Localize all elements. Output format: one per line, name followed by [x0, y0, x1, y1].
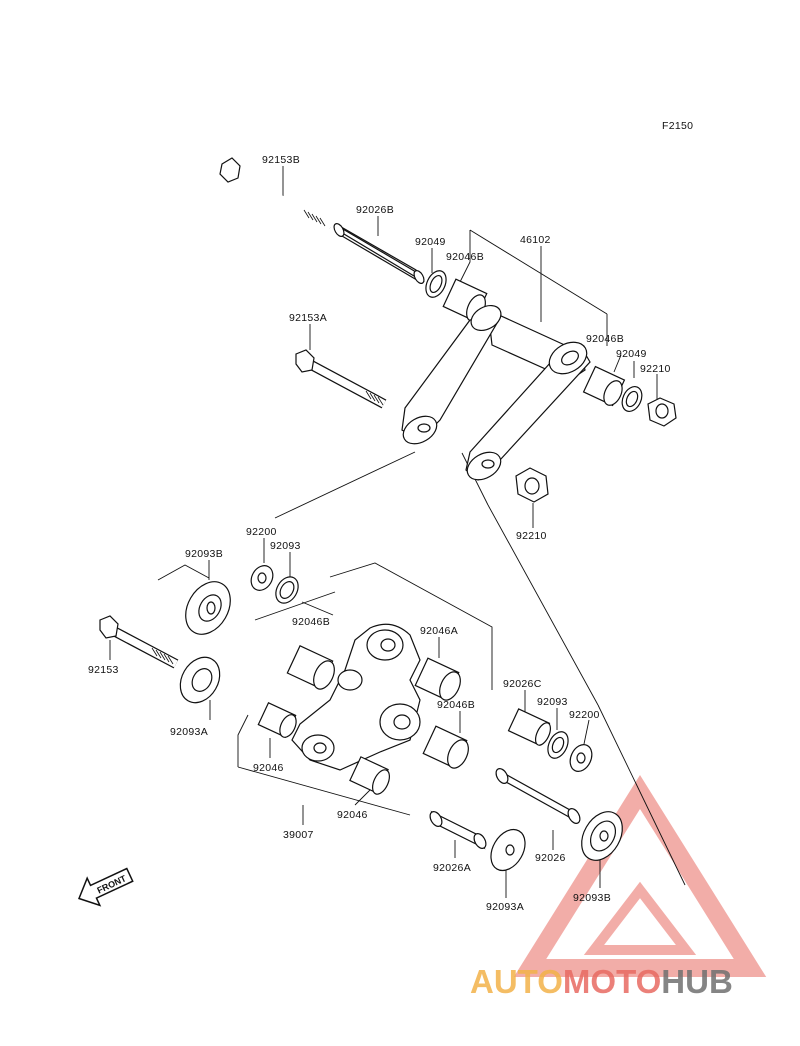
part-label-92046B-left-top: 92046B: [292, 616, 330, 628]
right-cap: [569, 744, 593, 772]
left-cap: [250, 565, 274, 591]
part-label-92046B-upper-left: 92046B: [446, 251, 484, 263]
bottom-right-sleeve: [495, 768, 581, 824]
right-top-bearing: [414, 657, 461, 701]
bottom-left-sleeve: [429, 810, 487, 850]
upper-bolt: [219, 157, 332, 232]
part-label-92026C: 92026C: [503, 678, 542, 690]
upper-washer-right: [621, 386, 643, 412]
right-seal: [547, 731, 569, 759]
watermark-part3: HUB: [661, 963, 733, 1000]
part-label-92046-bottom: 92046: [337, 809, 368, 821]
watermark-part1: AUTO: [470, 963, 563, 1000]
part-label-39007: 39007: [283, 829, 314, 841]
upper-bearing-right: [582, 365, 626, 407]
part-label-92093-left: 92093: [270, 540, 301, 552]
part-label-92026A: 92026A: [433, 862, 471, 874]
bottom-right-seal: [581, 811, 623, 861]
left-top-bearing: [286, 645, 335, 690]
front-arrow-icon: FRONT: [78, 867, 134, 907]
svg-text:AUTOMOTOHUB: AUTOMOTOHUB: [470, 963, 733, 1000]
left-seal: [275, 576, 299, 604]
part-label-92210-middle: 92210: [516, 530, 547, 542]
part-label-46102: 46102: [520, 234, 551, 246]
middle-bolt: [295, 349, 387, 409]
part-label-92200-left: 92200: [246, 526, 277, 538]
leader-lines: [109, 166, 686, 898]
part-label-92046B-upper-right: 92046B: [586, 333, 624, 345]
upper-washer-left: [425, 270, 447, 298]
right-mid-bearing: [422, 725, 469, 769]
part-label-92049-left: 92049: [415, 236, 446, 248]
left-large-seal: [185, 581, 231, 635]
part-label-92093-right: 92093: [537, 696, 568, 708]
part-label-92026B: 92026B: [356, 204, 394, 216]
connecting-rod: [401, 304, 591, 481]
watermark-logo: AUTOMOTOHUB: [470, 963, 733, 1000]
part-label-92093A-bottom: 92093A: [486, 901, 524, 913]
part-label-92046A: 92046A: [420, 625, 458, 637]
part-label-92026: 92026: [535, 852, 566, 864]
watermark-part2: MOTO: [563, 963, 661, 1000]
part-label-92210-upper: 92210: [640, 363, 671, 375]
middle-nut-icon: [515, 467, 549, 503]
part-label-92093A-left: 92093A: [170, 726, 208, 738]
part-label-92046B-right: 92046B: [437, 699, 475, 711]
rocker-arm: [291, 623, 421, 771]
lower-left-seal: [179, 656, 221, 704]
part-label-92153A: 92153A: [289, 312, 327, 324]
part-label-92153: 92153: [88, 664, 119, 676]
diagram-code: F2150: [662, 120, 693, 132]
watermark-triangle-icon: [513, 775, 767, 977]
lower-bolt: [99, 615, 179, 669]
part-label-92093B-left: 92093B: [185, 548, 223, 560]
bottom-bearing: [349, 756, 390, 795]
part-label-92200-right: 92200: [569, 709, 600, 721]
part-label-92049-right: 92049: [616, 348, 647, 360]
part-label-92093B-bottom: 92093B: [573, 892, 611, 904]
right-sleeve: [507, 708, 552, 746]
part-label-92046-left: 92046: [253, 762, 284, 774]
lower-left-bearing: [257, 701, 297, 739]
bottom-left-seal: [490, 828, 526, 872]
part-label-92153B: 92153B: [262, 154, 300, 166]
upper-sleeve: [333, 223, 425, 284]
upper-nut-icon: [647, 397, 677, 427]
